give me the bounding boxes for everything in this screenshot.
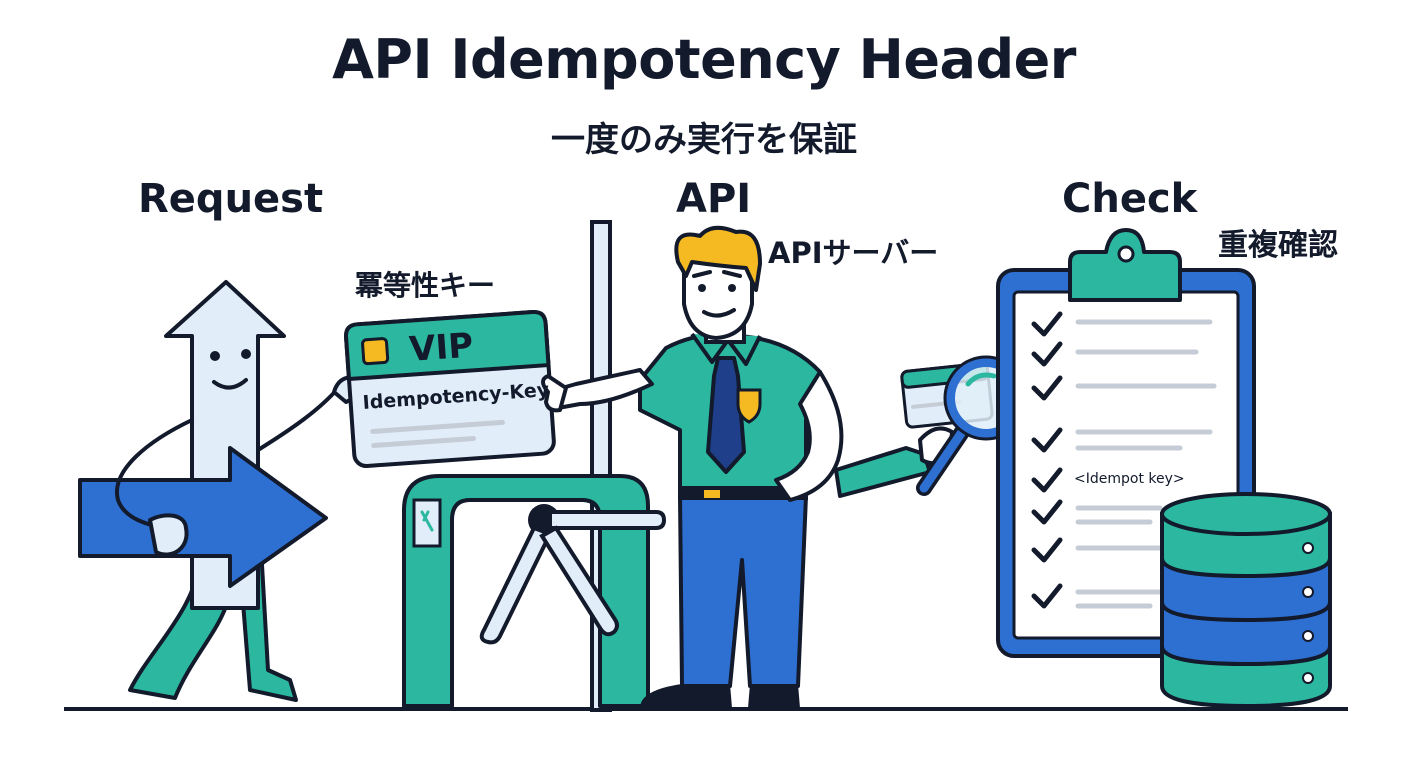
db-indicator <box>1302 586 1314 598</box>
man-shoe-left <box>640 684 732 708</box>
man-brow-right <box>722 270 742 278</box>
request-character <box>78 280 363 702</box>
checkmark-icon <box>1031 583 1063 609</box>
man-shoe-right <box>748 684 800 708</box>
card-chip <box>361 337 390 366</box>
turnstile-arm-right <box>539 525 619 637</box>
clipboard-clip-hole <box>1117 245 1135 263</box>
api-server-man <box>541 225 954 708</box>
page-subtitle: 一度のみ実行を保証 <box>551 120 857 160</box>
db-top <box>1160 492 1332 536</box>
man-hand-left <box>541 374 568 413</box>
label-check: Check <box>1062 176 1198 222</box>
turnstile-arm-left <box>479 525 553 645</box>
checkmark-icon <box>1031 375 1063 401</box>
checkmark-icon <box>1031 499 1063 525</box>
man-trousers <box>678 494 808 688</box>
request-hand-left <box>148 513 189 557</box>
magnifier-glint <box>965 372 997 387</box>
checkmark-icon <box>1031 427 1063 453</box>
card-line-2 <box>371 435 476 448</box>
man-sleeve-right <box>834 446 932 498</box>
turnstile-arm-horizontal <box>548 510 667 530</box>
clipboard-clip <box>1068 228 1182 302</box>
clipboard-key-text: <Idempot key> <box>1074 471 1185 487</box>
gate-scanner-mark <box>420 510 434 532</box>
db-indicator <box>1302 630 1314 642</box>
turnstile <box>402 220 667 712</box>
database-icon <box>1160 492 1332 709</box>
label-idempotency-key-jp: 冪等性キー <box>355 269 496 302</box>
man-tie <box>706 356 746 474</box>
label-api-server-jp: APIサーバー <box>768 236 939 270</box>
man-badge-icon <box>736 388 762 424</box>
request-arm-right <box>256 384 342 452</box>
page-title: API Idempotency Header <box>332 28 1076 91</box>
card-line-1 <box>370 419 505 434</box>
request-right-arrow <box>78 446 328 588</box>
request-smile <box>212 378 248 390</box>
magnifier-handle-fill <box>919 427 967 493</box>
idempotency-card <box>344 310 556 468</box>
label-request: Request <box>138 176 324 222</box>
card-header <box>344 310 551 382</box>
checkmark-icon <box>1031 341 1063 367</box>
db-indicator <box>1302 672 1314 684</box>
man-arm-right <box>774 370 844 502</box>
card-vip-label: VIP <box>408 325 475 370</box>
man-eye-left <box>698 284 706 292</box>
man-smile <box>702 308 736 318</box>
checkmark-icon <box>1031 537 1063 563</box>
request-eye-left <box>210 351 220 361</box>
checkmark-icon <box>1031 467 1063 493</box>
man-hair <box>674 225 762 292</box>
checkmark-icon <box>1031 311 1063 337</box>
label-api: API <box>676 176 752 222</box>
label-duplicate-check-jp: 重複確認 <box>1218 228 1338 263</box>
request-arm-left <box>114 418 194 532</box>
man-eye-right <box>728 284 736 292</box>
man-brow-left <box>692 270 712 278</box>
db-indicator <box>1302 542 1314 554</box>
request-eye-right <box>241 349 251 359</box>
